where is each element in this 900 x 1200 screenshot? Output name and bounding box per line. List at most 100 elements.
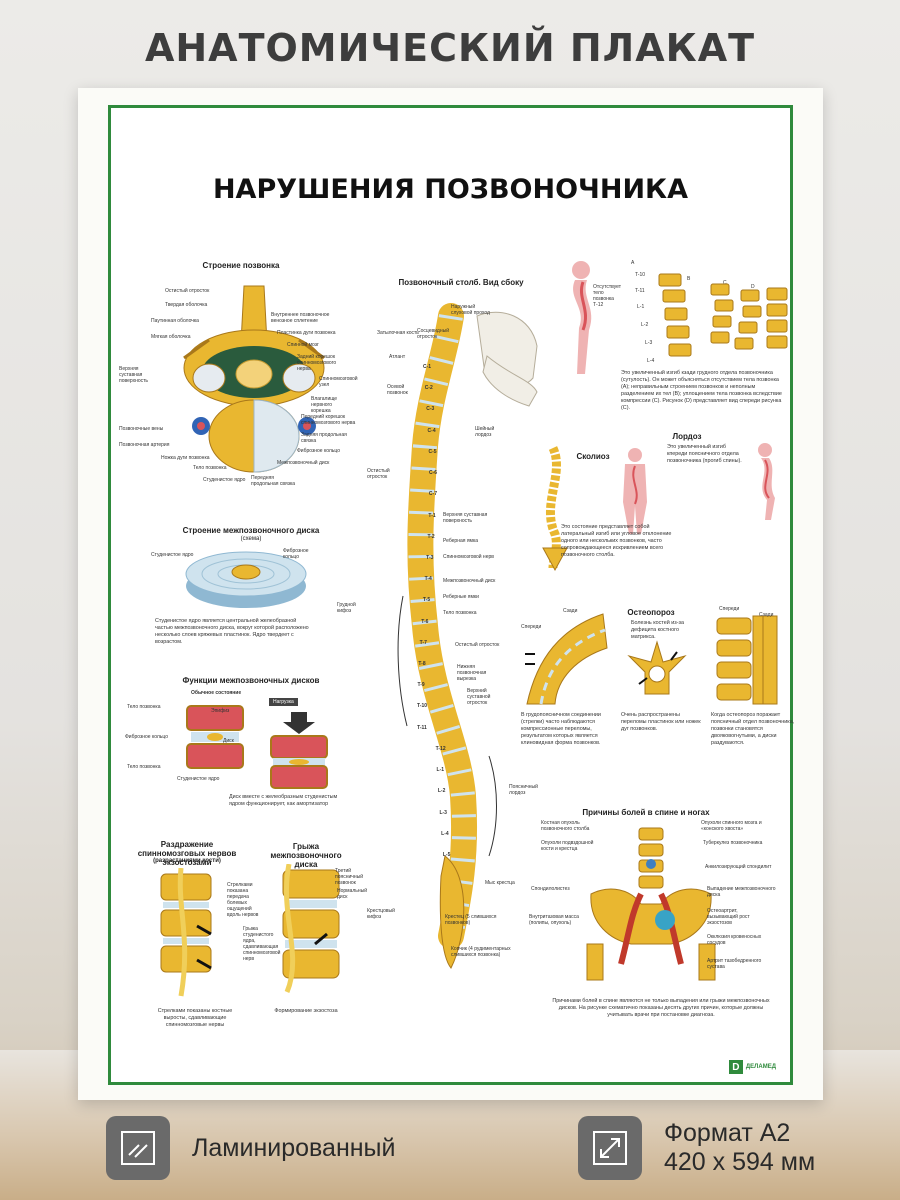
vertebra-label: Остистый отросток — [165, 288, 210, 294]
poster-title: НАРУШЕНИЯ ПОЗВОНОЧНИКА — [212, 174, 689, 205]
functions-label: Эпифиз — [211, 708, 230, 714]
vertebra-label: Позвоночная артерия — [119, 442, 170, 448]
vertebra-label: Передний корешок спинномозгового нерва — [301, 414, 356, 426]
vertebra-tag: T-7 — [419, 639, 427, 646]
osteoporosis-right-illustration — [716, 615, 778, 705]
hernia-title: Грыжа межпозвоночного диска — [270, 842, 342, 869]
vertebra-label: Позвоночные вены — [119, 426, 164, 432]
pain-label: Туберкулез позвоночника — [703, 840, 763, 846]
vertebra-label: Студенистое ядро — [203, 477, 246, 483]
pain-label: Спондилолистез — [531, 886, 570, 892]
vertebra-tag: L-4 — [441, 830, 449, 837]
spine-label: Крестец (5 слившихся позвонков) — [445, 914, 497, 926]
pain-pelvis-illustration — [586, 827, 716, 981]
exostosis-illustration — [160, 868, 212, 997]
pain-label: Опухоли спинного мозга и «конского хвост… — [701, 820, 762, 832]
kyphosis-label: T-10 — [635, 272, 646, 278]
spine-label: Реберные ямки — [443, 594, 479, 600]
spine-label: Шейный лордоз — [475, 426, 495, 438]
pain-label: Костная опухоль позвоночного столба — [541, 820, 590, 832]
kyphosis-label: T-11 — [635, 288, 645, 294]
disc-label: Студенистое ядро — [151, 552, 194, 558]
vertebra-tag: C-1 — [423, 364, 432, 370]
scoliosis-title: Сколиоз — [576, 452, 610, 461]
vertebra-label: Задняя продольная связка — [301, 432, 347, 444]
osteoporosis-mid-illustration — [627, 640, 687, 695]
header-title: АНАТОМИЧЕСКИЙ ПЛАКАТ — [144, 26, 756, 70]
vertebra-tag: T-3 — [426, 554, 434, 561]
lordosis-text: Это увеличенный изгиб кпереди поясничног… — [667, 444, 742, 464]
functions-load-label: Нагрузка — [269, 698, 298, 706]
vertebra-tag: L-3 — [439, 809, 447, 816]
brand-mark-icon: D — [728, 1060, 743, 1074]
laminated-icon — [106, 1116, 170, 1180]
spine-label: Сосцевидный отросток — [417, 328, 449, 340]
vertebra-label: Задний корешок спинномозгового нерва — [297, 354, 337, 372]
vertebra-label: Спинной мозг — [287, 342, 319, 348]
vertebra-tag: C-3 — [426, 406, 435, 413]
spine-label: Остистый отросток — [367, 468, 390, 480]
osteoporosis-text-mid: Очень распространены переломы пластинок … — [621, 712, 701, 732]
vertebra-label: Паутинная оболочка — [151, 318, 199, 324]
functions-label: Студенистое ядро — [177, 776, 220, 782]
functions-title: Функции межпозвоночных дисков — [182, 676, 320, 685]
vertebra-illustration — [183, 285, 325, 473]
spine-label: Крестцовый кифоз — [367, 908, 395, 920]
osteoporosis-left-illustration — [525, 613, 608, 705]
kyphosis-label: L-4 — [647, 358, 655, 364]
spine-label: Нижняя позвоночная вырезка — [457, 664, 487, 682]
functions-label: Фиброзное кольцо — [125, 734, 168, 740]
osteoporosis-label: Спереди — [521, 624, 542, 630]
osteoporosis-text-right: Когда остеопороз поражает поясничный отд… — [711, 712, 795, 746]
vertebra-tag: C-6 — [428, 470, 437, 477]
pain-title: Причины болей в спине и ногах — [582, 808, 710, 817]
vertebra-tag: T-5 — [422, 597, 431, 604]
disc-label: Фиброзное кольцо — [283, 548, 309, 560]
pain-label: Остеоартрит, вызывающий рост экзостозов — [707, 908, 750, 926]
spine-label: Мыс крестца — [485, 880, 515, 886]
spine-label: Тело позвонка — [443, 610, 477, 616]
pain-label: Опухоли подвздошной кости и крестца — [541, 840, 594, 852]
vertebra-tag: T-2 — [427, 533, 435, 540]
kyphosis-vertebrae-illustration — [658, 273, 788, 357]
functions-label: Тело позвонка — [127, 764, 161, 770]
spine-label: Грудной кифоз — [337, 602, 356, 614]
vertebra-tag: L-5 — [442, 852, 451, 858]
spine-label: Копчик (4 рудиментарных слившихся позвон… — [451, 946, 511, 958]
lordosis-title: Лордоз — [672, 432, 702, 441]
format-line-1: Формат А2 — [664, 1119, 791, 1147]
spine-illustration — [397, 303, 538, 969]
spine-label: Осевой позвонок — [387, 384, 408, 396]
spine-label: Остистый отросток — [455, 642, 500, 648]
disc-illustration — [185, 551, 307, 608]
vertebra-label: Твердая оболочка — [165, 302, 208, 308]
brand-logo: D ДЕЛАМЕД — [728, 1060, 776, 1074]
brand-name: ДЕЛАМЕД — [745, 1064, 776, 1070]
resize-icon — [578, 1116, 642, 1180]
spine-label: Межпозвоночный диск — [443, 578, 496, 584]
functions-normal-label: Обычное состояние — [191, 690, 242, 696]
disc-title: Строение межпозвоночного диска — [182, 526, 320, 535]
spine-label: Поясничный лордоз — [509, 784, 538, 796]
vertebra-tag: T-10 — [417, 703, 428, 710]
spine-label: Спинномозговой нерв — [443, 554, 494, 560]
pain-label: Окклюзия кровеносных сосудов — [707, 934, 762, 946]
spine-label: Реберная ямка — [443, 538, 479, 544]
vertebra-tag: C-5 — [428, 448, 437, 455]
kyphosis-label: L-3 — [645, 340, 653, 346]
feature-format-text: Формат А2 420 х 594 мм — [664, 1119, 815, 1177]
osteoporosis-label: Сзади — [563, 608, 578, 614]
vertebra-tag: T-6 — [421, 618, 429, 625]
scoliosis-spine-illustration — [542, 446, 568, 572]
pain-label: Анкилозирующий спондилит — [705, 864, 772, 870]
exostosis-text: Стрелками показаны костные выросты, сдав… — [157, 1008, 233, 1028]
spine-label: Верхний суставной отросток — [467, 688, 491, 706]
functions-text: Диск вместе с желеобразным студенистым я… — [229, 794, 338, 807]
exostosis-subtitle: (разрастаниями кости) — [153, 858, 221, 864]
disc-subtitle: (схема) — [240, 536, 262, 542]
vertebra-label: Влагалище нервного корешка — [311, 396, 338, 414]
lordosis-body-illustration — [758, 443, 775, 520]
kyphosis-label: L-2 — [641, 322, 649, 328]
vertebra-label: Внутреннее позвоночное венозное сплетени… — [271, 312, 330, 324]
osteoporosis-title: Остеопороз — [627, 608, 675, 617]
